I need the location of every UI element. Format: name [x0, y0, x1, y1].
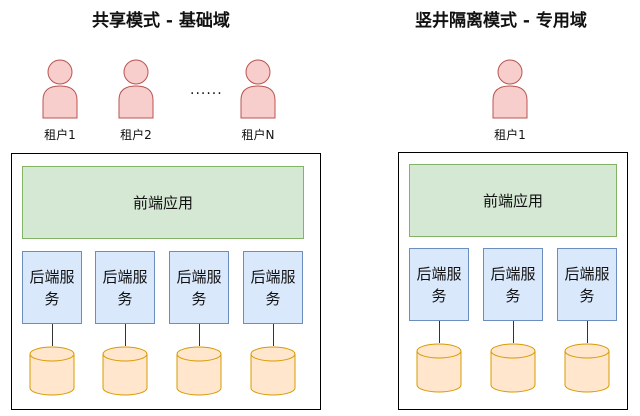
database-icon [102, 346, 148, 396]
connector-line [513, 321, 514, 343]
backend-service: 后端服务 [169, 251, 229, 324]
right-title: 竖井隔离模式 - 专用域 [415, 11, 587, 31]
user-icon [116, 58, 156, 119]
tenant-label: 租户2 [120, 128, 152, 142]
connector-line [52, 324, 53, 346]
ellipsis: ...... [190, 82, 223, 98]
user-icon [238, 58, 278, 119]
backend-service: 后端服务 [409, 248, 469, 321]
database-icon [176, 346, 222, 396]
connector-line [587, 321, 588, 343]
database-icon [416, 343, 462, 393]
frontend-app: 前端应用 [22, 166, 304, 239]
connector-line [273, 324, 274, 346]
database-icon [490, 343, 536, 393]
backend-service: 后端服务 [483, 248, 543, 321]
connector-line [125, 324, 126, 346]
tenant-label: 租户1 [494, 128, 526, 142]
user-icon [40, 58, 80, 119]
database-icon [29, 346, 75, 396]
connector-line [199, 324, 200, 346]
database-icon [564, 343, 610, 393]
tenant-label: 租户1 [44, 128, 76, 142]
tenant-label: 租户N [241, 128, 275, 142]
backend-service: 后端服务 [557, 248, 617, 321]
backend-service: 后端服务 [243, 251, 303, 324]
user-icon [490, 58, 530, 119]
connector-line [439, 321, 440, 343]
frontend-app: 前端应用 [409, 164, 617, 237]
database-icon [250, 346, 296, 396]
backend-service: 后端服务 [95, 251, 155, 324]
backend-service: 后端服务 [22, 251, 82, 324]
left-title: 共享模式 - 基础域 [92, 11, 230, 31]
